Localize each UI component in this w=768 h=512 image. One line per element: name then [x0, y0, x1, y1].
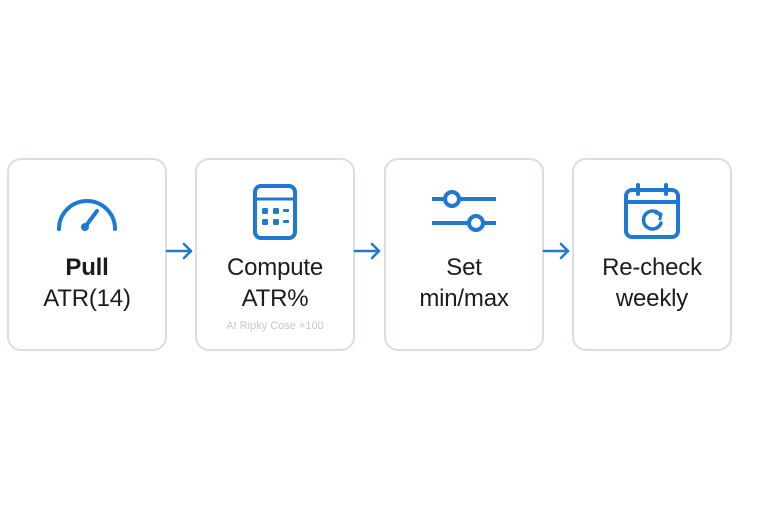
step-label-line1: Pull [65, 254, 109, 281]
step-note: At Ripky Cose ×100 [226, 320, 324, 332]
step-label-line2: ATR% [241, 285, 309, 312]
calculator-icon [253, 184, 297, 240]
step-label: Pull ATR(14) [9, 252, 165, 314]
step-label: Compute ATR% [197, 252, 353, 314]
arrow-right-icon [353, 242, 381, 260]
step-label-line1: Re-check [602, 254, 702, 281]
step-label-line2: ATR(14) [43, 285, 131, 312]
step-label-line1: Compute [227, 254, 323, 281]
step-label-line2: weekly [615, 285, 689, 312]
step-card-recheck-weekly: Re-check weekly [572, 158, 732, 351]
step-card-pull-atr: Pull ATR(14) [7, 158, 167, 351]
arrow-right-icon [165, 242, 193, 260]
step-card-compute-atr: Compute ATR% At Ripky Cose ×100 [195, 158, 355, 351]
sliders-icon [432, 190, 496, 232]
arrow-right-icon [542, 242, 570, 260]
step-label-line1: Set [446, 254, 482, 281]
step-card-set-min-max: Set min/max [384, 158, 544, 351]
step-label-line2: min/max [419, 285, 509, 312]
step-label: Set min/max [386, 252, 542, 314]
gauge-icon [57, 199, 117, 231]
calendar-icon [624, 183, 680, 239]
step-label: Re-check weekly [574, 252, 730, 314]
